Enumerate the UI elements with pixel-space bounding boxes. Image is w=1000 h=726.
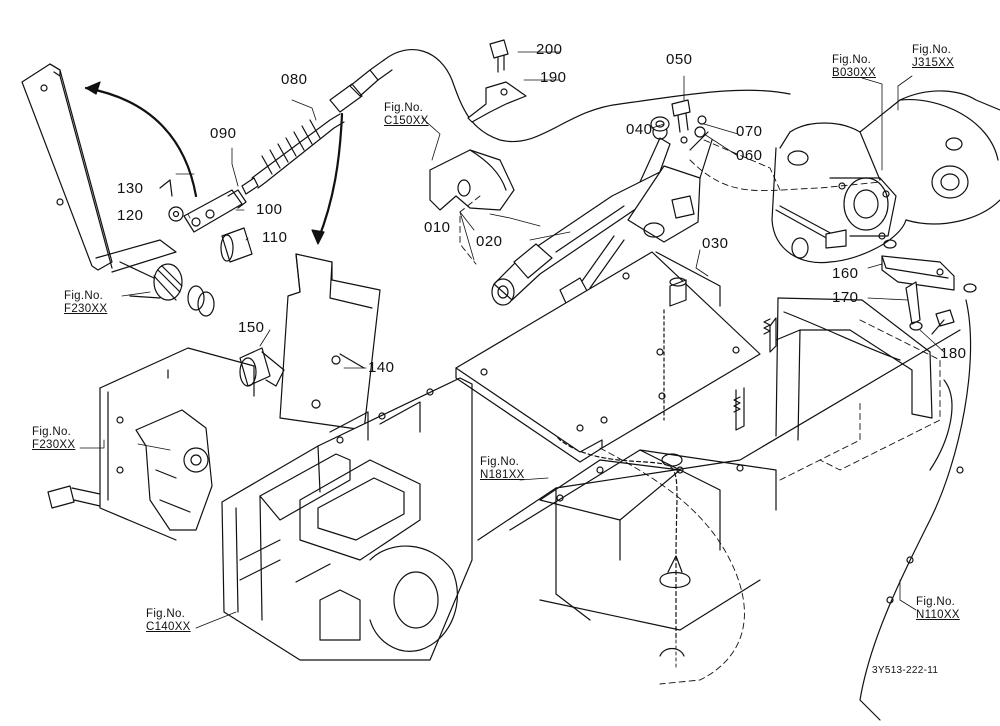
hand-lever-020: [491, 124, 677, 306]
bolt-150: [239, 347, 285, 387]
part-label-170: 170: [832, 289, 859, 306]
washer-070: [697, 115, 707, 125]
pin-110: [220, 227, 253, 263]
bracket-190: [467, 81, 527, 123]
leader-lines: [79, 51, 945, 629]
spring-lower: [733, 396, 741, 413]
part-label-020: 020: [476, 233, 503, 250]
reference-lines: [459, 139, 941, 685]
part-label-130: 130: [117, 180, 144, 197]
assembly-arrow-left: [84, 86, 198, 198]
figure-ref-f230-upper: Fig.No. F230XX: [64, 290, 108, 315]
part-label-090: 090: [210, 125, 237, 142]
part-label-110: 110: [262, 229, 288, 246]
right-frame: [769, 297, 972, 721]
ratchet-bracket: [627, 131, 713, 243]
part-label-190: 190: [540, 69, 567, 86]
drawing-code: 3Y513-222-11: [872, 665, 939, 676]
part-label-160: 160: [832, 265, 859, 282]
figure-ref-n110: Fig.No. N110XX: [916, 596, 960, 621]
arrow-head-middle: [311, 229, 325, 245]
figure-ref-f230-lower: Fig.No. F230XX: [32, 426, 76, 451]
bracket-170: [905, 281, 923, 331]
part-label-150: 150: [238, 319, 265, 336]
lever-arm: [21, 63, 183, 301]
part-label-060: 060: [736, 147, 763, 164]
part-label-200: 200: [536, 41, 563, 58]
split-pin-130: [159, 179, 173, 197]
part-label-080: 080: [281, 71, 308, 88]
nut-040: [650, 116, 670, 132]
plate-030: [455, 251, 761, 463]
control-cable: [241, 49, 791, 195]
bracket-160: [881, 255, 955, 291]
washer-120: [168, 206, 184, 222]
figure-ref-j315: Fig.No. J315XX: [912, 44, 955, 69]
part-label-180: 180: [940, 345, 967, 362]
part-label-140: 140: [368, 359, 395, 376]
part-label-070: 070: [736, 123, 763, 140]
part-label-120: 120: [117, 207, 144, 224]
figure-ref-n181: Fig.No. N181XX: [480, 456, 525, 481]
bolt-180: [931, 309, 955, 335]
nut-right: [963, 283, 977, 293]
spring-upper: [763, 318, 771, 335]
clevis-100: [183, 189, 247, 233]
right-housing: [771, 90, 1000, 264]
part-label-010: 010: [424, 219, 451, 236]
part-label-040: 040: [626, 121, 653, 138]
washers: [187, 285, 215, 317]
assembly-arrow-middle: [316, 112, 344, 242]
arrow-head-left: [85, 81, 101, 95]
bolt-200: [489, 39, 509, 73]
transmission-case: [47, 347, 473, 661]
figure-ref-c140: Fig.No. C140XX: [146, 608, 191, 633]
figure-ref-c150: Fig.No. C150XX: [384, 102, 429, 127]
part-label-100: 100: [256, 201, 283, 218]
part-label-030: 030: [702, 235, 729, 252]
floor-frame: [477, 329, 961, 657]
part-label-050: 050: [666, 51, 693, 68]
bolt-050: [671, 99, 691, 133]
nut-060: [694, 126, 706, 138]
bracket-140: [279, 253, 381, 431]
figure-ref-b030: Fig.No. B030XX: [832, 54, 876, 79]
mount-boss: [429, 149, 515, 211]
